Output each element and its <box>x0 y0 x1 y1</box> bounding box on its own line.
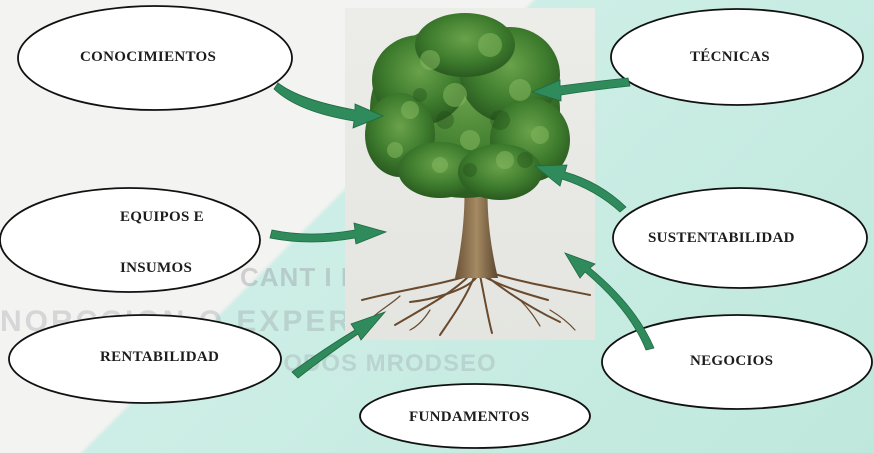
ellipse-conocimientos <box>17 5 293 111</box>
ellipse-equipos-insumos <box>0 187 261 293</box>
label-fundamentos: FUNDAMENTOS <box>409 409 530 425</box>
arrows <box>269 77 655 379</box>
ellipse-sustentabilidad <box>612 187 868 289</box>
tree-roots <box>361 271 591 336</box>
arrow-sustentabilidad-to-tree <box>533 164 627 213</box>
ellipse-fundamentos <box>359 383 591 449</box>
arrow-tecnicas-to-tree <box>530 77 631 102</box>
label-tecnicas: TÉCNICAS <box>690 49 770 65</box>
label-equipos-line1: EQUIPOS E <box>120 209 204 225</box>
arrow-rentabilidad-to-tree <box>291 311 387 379</box>
tree-canopy <box>365 13 570 200</box>
arrow-negocios-to-tree <box>564 252 655 351</box>
tree-illustration <box>361 13 591 336</box>
label-rentabilidad: RENTABILIDAD <box>100 349 220 365</box>
arrow-conocimientos-to-tree <box>273 82 385 129</box>
tree-trunk <box>455 175 498 278</box>
label-conocimientos: CONOCIMIENTOS <box>80 49 217 65</box>
ellipse-negocios <box>601 314 873 410</box>
ellipse-tecnicas <box>610 8 864 106</box>
label-negocios: NEGOCIOS <box>690 353 774 369</box>
label-sustentabilidad: SUSTENTABILIDAD <box>648 230 795 246</box>
arrow-equipos-to-tree <box>269 222 388 245</box>
label-equipos-line2: INSUMOS <box>120 260 193 276</box>
ellipse-rentabilidad <box>8 314 282 404</box>
